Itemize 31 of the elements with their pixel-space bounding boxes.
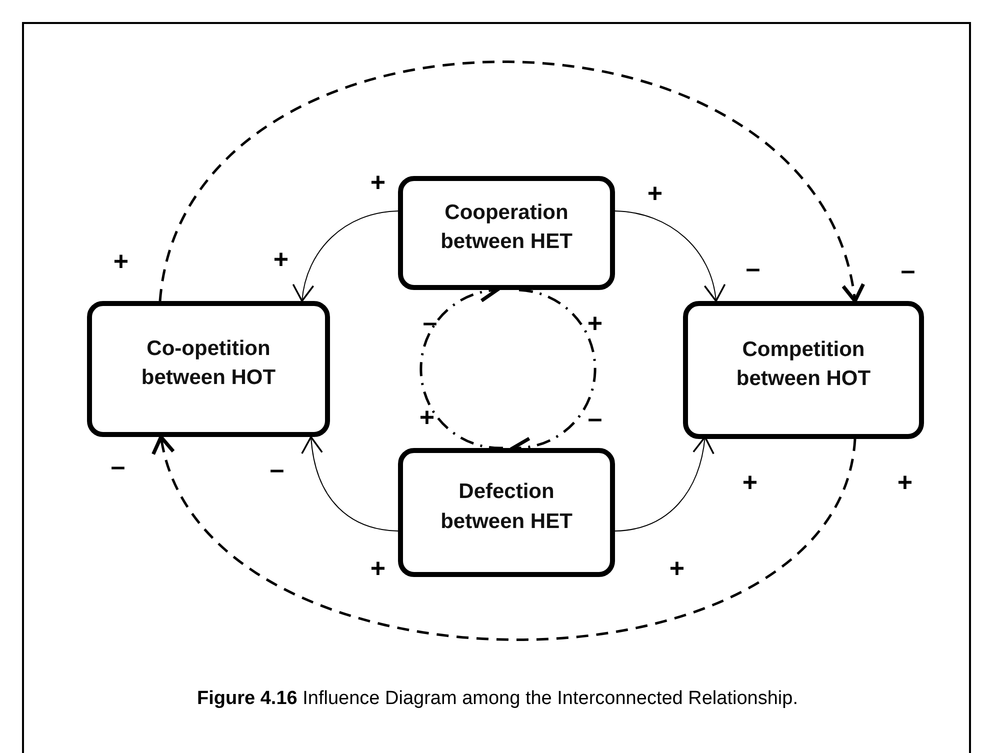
arrow bbox=[614, 436, 714, 532]
polarity-sign: + bbox=[370, 555, 386, 581]
arrow bbox=[293, 210, 398, 302]
polarity-sign: + bbox=[370, 169, 386, 195]
process-box bbox=[398, 176, 615, 290]
node-label: Cooperation between HET bbox=[440, 200, 574, 255]
polarity-sign: – bbox=[588, 405, 602, 431]
process-box bbox=[683, 301, 924, 439]
arrow bbox=[302, 436, 398, 532]
polarity-sign: + bbox=[897, 469, 913, 495]
polarity-sign: + bbox=[647, 180, 663, 206]
polarity-sign: + bbox=[587, 310, 603, 336]
polarity-sign: + bbox=[113, 248, 129, 274]
node-label: Competition between HOT bbox=[735, 336, 872, 392]
polarity-sign: – bbox=[746, 255, 760, 281]
process-box bbox=[87, 301, 330, 437]
polarity-sign: – bbox=[422, 309, 438, 335]
node-label: Co-opetition between HOT bbox=[140, 336, 277, 391]
polarity-sign: – bbox=[110, 453, 126, 479]
polarity-sign: – bbox=[270, 456, 284, 482]
figure-caption: Figure 4.16 Influence Diagram among the Interconnected Relationship. bbox=[196, 688, 799, 710]
dashed-arrow bbox=[154, 435, 856, 641]
polarity-sign: – bbox=[900, 257, 916, 283]
arrow bbox=[614, 210, 725, 302]
polarity-sign: + bbox=[419, 404, 435, 430]
polarity-sign: + bbox=[273, 246, 289, 272]
polarity-sign: + bbox=[742, 469, 758, 495]
polarity-sign: + bbox=[669, 555, 685, 581]
dashed-arrow bbox=[158, 60, 862, 303]
node-label: Defection between HET bbox=[440, 479, 574, 534]
process-box bbox=[398, 448, 615, 577]
